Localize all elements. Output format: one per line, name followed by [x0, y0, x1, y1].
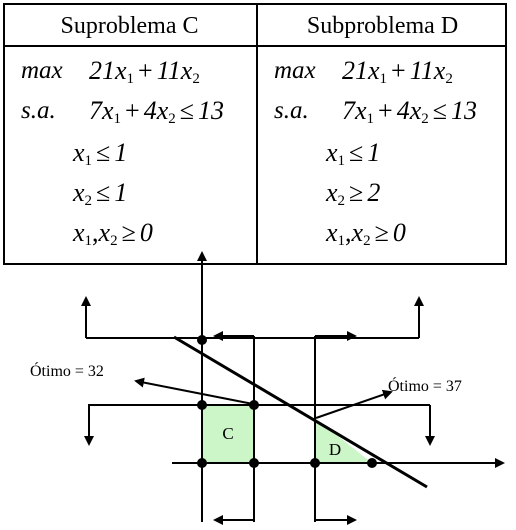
subject-to-keyword: s.a. — [274, 97, 309, 124]
max-keyword: max — [274, 57, 316, 84]
optimum-c-pointer — [134, 377, 254, 405]
subproblem-c-title: Suproblema C — [60, 13, 199, 39]
constraint-line — [173, 335, 428, 489]
objective-expression: 21x1+11x2 — [89, 56, 200, 87]
constraint-expression: x1≤1 — [73, 138, 128, 169]
constraint-expression: x1,x2≥0 — [326, 218, 406, 249]
constraint-expression: x2≤1 — [73, 178, 128, 209]
vertex-point — [249, 400, 259, 410]
constraint-expression: 7x1+4x2≤13 — [89, 96, 225, 127]
subproblem-c-model: max 21x1+11x2 s.a. 7x1+4x2≤13 x1≤1 x2≤1 … — [5, 47, 254, 265]
subproblem-d-model: max 21x1+11x2 s.a. 7x1+4x2≤13 x1≤1 x2≥2 … — [258, 47, 507, 265]
vertex-point — [197, 335, 207, 345]
constraint-expression: x2≥2 — [326, 178, 381, 209]
constraint-expression: x1,x2≥0 — [73, 218, 153, 249]
optimum-d-label: Ótimo = 37 — [388, 376, 462, 395]
region-d-label: D — [329, 440, 341, 459]
optimum-c-label: Ótimo = 32 — [30, 361, 104, 380]
constraint-expression: x1≤1 — [326, 138, 381, 169]
constraint-expression: 7x1+4x2≤13 — [342, 96, 478, 127]
subject-to-keyword: s.a. — [21, 97, 56, 124]
vertex-point — [249, 458, 259, 468]
column-divider — [256, 5, 258, 263]
objective-expression: 21x1+11x2 — [342, 56, 453, 87]
vertex-point — [197, 458, 207, 468]
region-c-label: C — [222, 424, 233, 443]
header-rule — [5, 45, 505, 47]
subproblem-d-title: Subproblema D — [306, 13, 459, 39]
vertex-point — [197, 400, 207, 410]
lp-table: Suproblema C Subproblema D max 21x1+11x2… — [3, 3, 507, 265]
region-c-fill — [202, 405, 254, 463]
max-keyword: max — [21, 57, 63, 84]
vertex-point — [367, 458, 377, 468]
vertex-point — [310, 458, 320, 468]
optimum-d-pointer — [315, 389, 393, 419]
